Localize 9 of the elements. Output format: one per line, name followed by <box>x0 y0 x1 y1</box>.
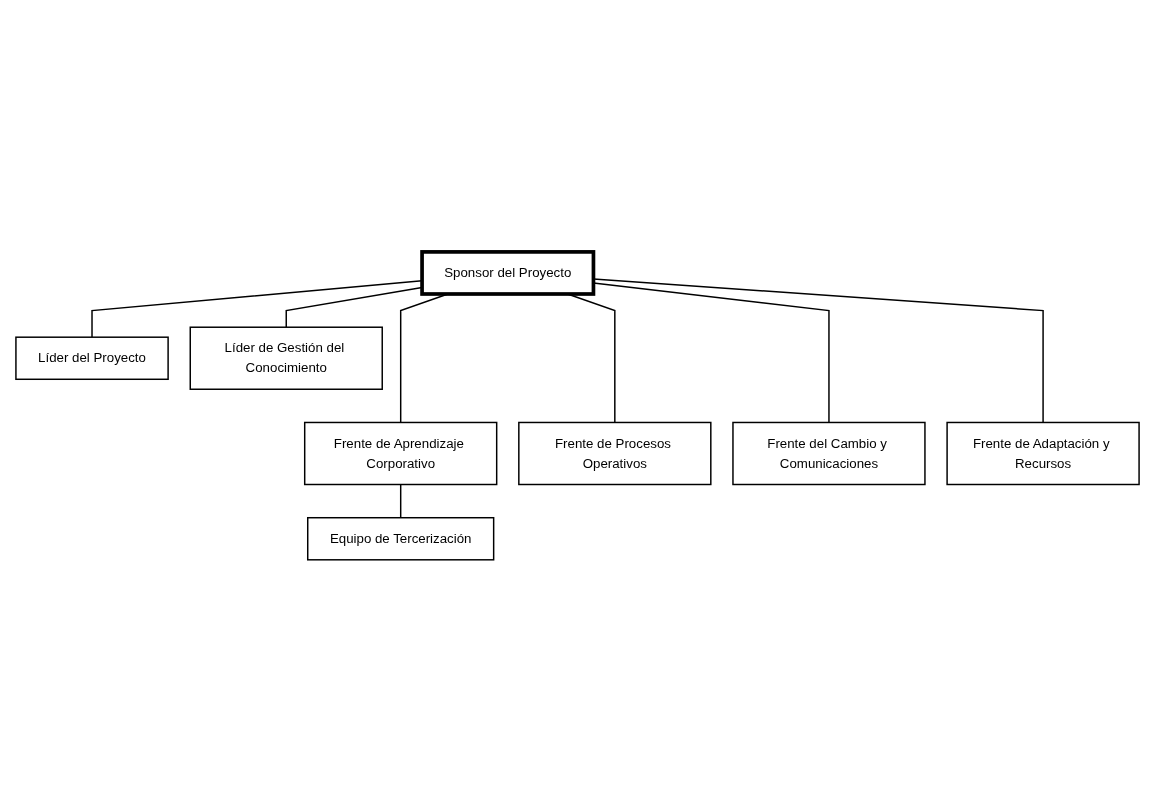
node-box: Líder de Gestión del Conocimiento <box>189 326 383 391</box>
node-box: Equipo de Tercerización <box>307 517 495 561</box>
node-box: Frente del Cambio y Comunicaciones <box>732 421 926 486</box>
node-box: Frente de Procesos Operativos <box>518 421 712 486</box>
node-box: Sponsor del Proyecto <box>420 250 596 296</box>
node-box: Líder del Proyecto <box>15 336 169 381</box>
node-box: Frente de Adaptación y Recursos <box>946 421 1140 486</box>
connector <box>399 483 402 519</box>
node-box: Frente de Aprendizaje Corporativo <box>303 421 498 486</box>
